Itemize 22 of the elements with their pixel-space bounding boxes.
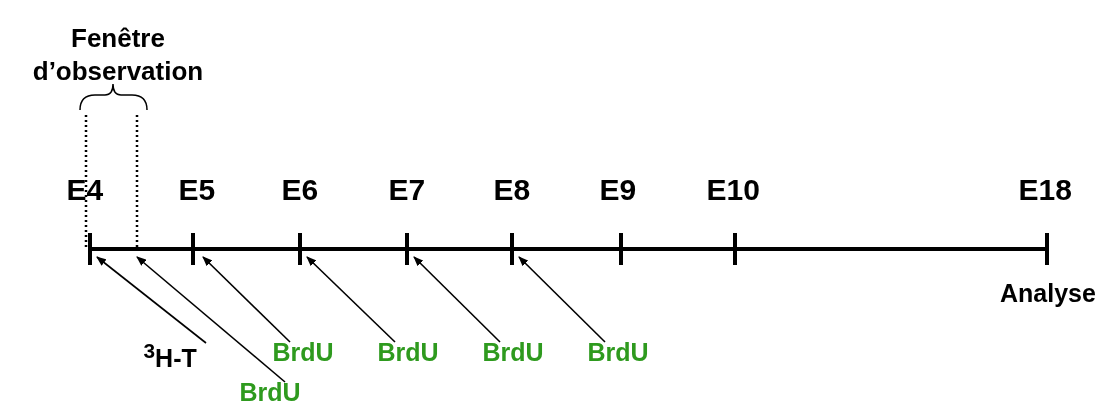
reagent-label: $^{3}$H-T bbox=[143, 341, 197, 372]
arrow bbox=[136, 256, 286, 383]
time-point-label: E4 bbox=[66, 175, 104, 205]
arrow bbox=[306, 256, 396, 343]
time-point-label: E7 bbox=[388, 175, 426, 205]
arrow bbox=[96, 256, 207, 344]
end-label: Analyse bbox=[1000, 281, 1096, 306]
time-point-label: E10 bbox=[706, 175, 760, 205]
reagent-label: BrdU bbox=[239, 380, 301, 405]
reagent-label: BrdU bbox=[272, 340, 334, 365]
time-point-label: E9 bbox=[599, 175, 637, 205]
time-point-label: E6 bbox=[281, 175, 319, 205]
reagent-label: BrdU bbox=[377, 340, 439, 365]
time-point-label: E18 bbox=[1018, 175, 1072, 205]
arrow bbox=[413, 256, 501, 343]
reagent-label: BrdU bbox=[587, 340, 649, 365]
arrow bbox=[202, 256, 291, 343]
time-point-label: E5 bbox=[178, 175, 216, 205]
time-point-label: E8 bbox=[493, 175, 531, 205]
arrow bbox=[518, 256, 606, 343]
bracket-title: Fenêtre d’observation bbox=[31, 22, 205, 87]
reagent-label: BrdU bbox=[482, 340, 544, 365]
